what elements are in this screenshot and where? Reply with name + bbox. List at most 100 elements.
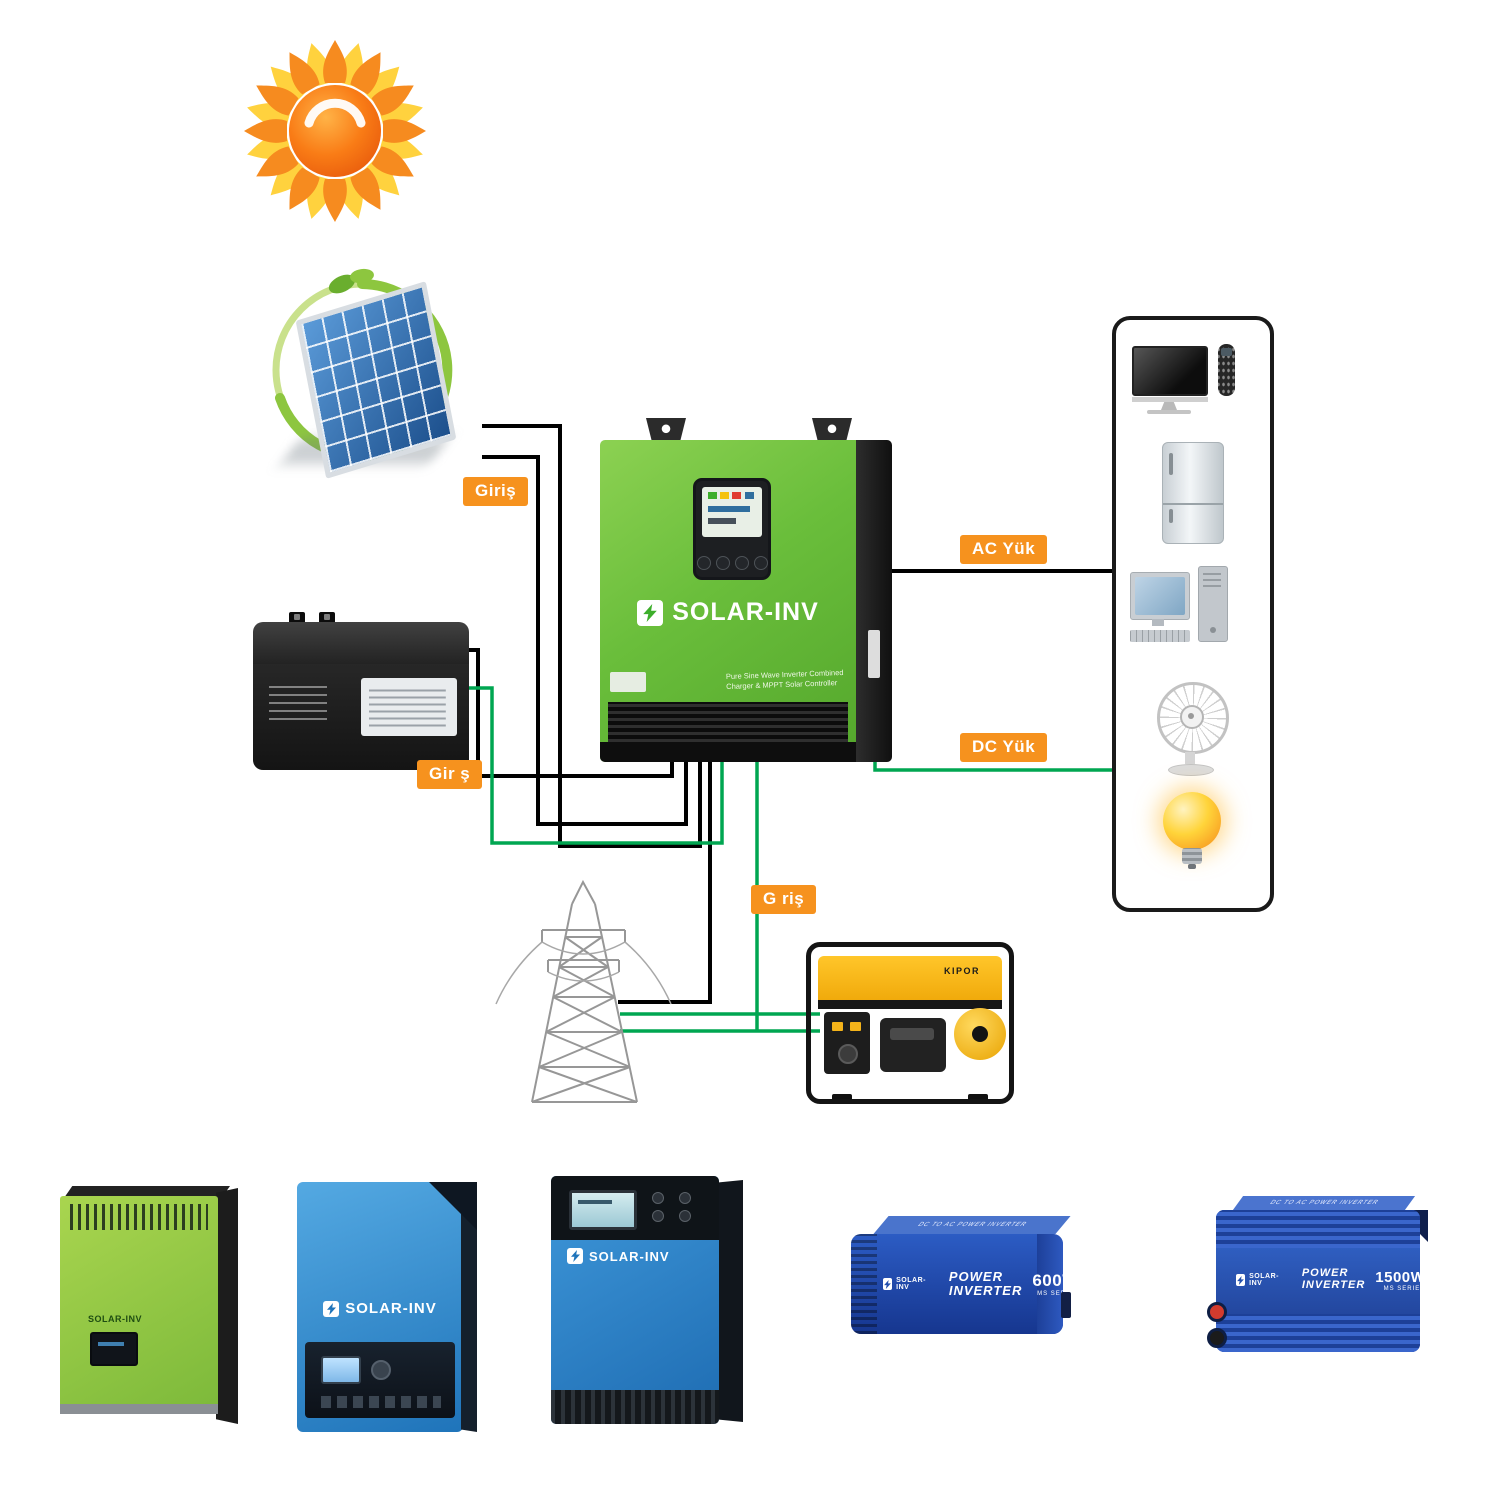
product-side-panel xyxy=(461,1186,477,1432)
power-rating: 600W MS SERIES xyxy=(1032,1271,1078,1297)
product-top-edge xyxy=(64,1186,230,1198)
fridge-handle xyxy=(1169,453,1173,475)
product-power-inverter-600w: DC TO AC POWER INVERTER SOLAR-INV POWER … xyxy=(851,1212,1079,1354)
screen-pixel xyxy=(708,492,717,499)
touch-button-icon xyxy=(696,556,711,570)
mount-bracket-right xyxy=(812,418,852,442)
generator-canopy xyxy=(818,956,1002,1008)
product-base xyxy=(551,1390,719,1424)
pc-tower-icon xyxy=(1198,566,1228,642)
product-label: SOLAR-INV POWER INVERTER 600W MS SERIES xyxy=(883,1262,1078,1306)
terminal-positive xyxy=(1207,1302,1227,1322)
wire-solar-1 xyxy=(482,424,702,848)
generator-control-panel xyxy=(824,1012,870,1074)
inverter-side-panel xyxy=(856,440,892,762)
battery-text-lines xyxy=(269,686,327,720)
product-label: SOLAR-INV POWER INVERTER 1500W MS SERIES xyxy=(1236,1258,1420,1302)
product-front: SOLAR-INV xyxy=(297,1182,463,1432)
main-inverter: SOLAR-INV Pure Sine Wave Inverter Combin… xyxy=(600,418,892,762)
bulb-glass xyxy=(1163,792,1221,850)
product-title: POWER INVERTER xyxy=(1302,1268,1365,1291)
brand-name: SOLAR-INV xyxy=(1249,1273,1279,1287)
product-mppt-inverter: SOLAR-INV xyxy=(551,1176,743,1424)
product-base xyxy=(60,1404,218,1414)
heatsink-fins xyxy=(1216,1314,1420,1352)
brand-logo: SOLAR-INV xyxy=(297,1300,463,1317)
tv-bezel xyxy=(1132,397,1208,402)
wire-battery-green xyxy=(456,686,724,845)
battery-body xyxy=(253,664,469,770)
fridge-handle xyxy=(1169,509,1173,523)
screen-bar xyxy=(708,518,736,524)
vent-grille xyxy=(70,1204,208,1230)
badge-grid-input: G riş xyxy=(751,885,817,914)
button-icon xyxy=(651,1192,664,1204)
badge-battery-input: Gir ş xyxy=(417,760,483,789)
battery-icon xyxy=(253,610,469,772)
tv-screen xyxy=(1132,346,1208,396)
outlet-icon xyxy=(850,1022,861,1031)
screen-pixel xyxy=(732,492,741,499)
vent-grille xyxy=(608,702,848,742)
solar-inv-bolt-icon xyxy=(567,1248,583,1264)
product-top-edge: DC TO AC POWER INVERTER xyxy=(873,1216,1071,1234)
fan-neck xyxy=(1185,752,1195,764)
product-display xyxy=(321,1356,361,1384)
product-display xyxy=(90,1332,138,1366)
button-grid xyxy=(647,1192,695,1222)
generator-foot xyxy=(968,1094,988,1102)
brand-logo: SOLAR-INV xyxy=(1236,1273,1282,1287)
monitor-stand xyxy=(1152,619,1164,626)
fan-base xyxy=(1168,764,1214,776)
fan-icon xyxy=(1154,682,1232,778)
top-edge-text: DC TO AC POWER INVERTER xyxy=(1268,1200,1380,1206)
refrigerator-icon xyxy=(1162,442,1224,544)
series-label: MS SERIES xyxy=(1037,1291,1079,1297)
light-bulb-icon xyxy=(1162,792,1222,880)
touch-button-icon xyxy=(715,556,730,570)
product-control-section xyxy=(305,1342,455,1418)
brand-name: SOLAR-INV xyxy=(896,1277,926,1291)
inverter-display xyxy=(693,478,771,580)
end-cap-vents xyxy=(851,1234,877,1334)
solar-panel-group xyxy=(262,260,482,510)
solar-inv-bolt-icon xyxy=(323,1300,340,1317)
mount-bracket-left xyxy=(646,418,686,442)
screen-pixel xyxy=(720,492,729,499)
inverter-bottom-band xyxy=(600,742,856,762)
generator-tank xyxy=(954,1008,1006,1060)
power-rating: 1500W MS SERIES xyxy=(1375,1269,1420,1292)
title-line1: POWER xyxy=(948,1269,1003,1285)
title-line2: INVERTER xyxy=(1301,1279,1366,1291)
generator-icon: KIPOR xyxy=(806,942,1014,1104)
remote-control-icon xyxy=(1218,344,1235,396)
spec-sticker xyxy=(610,672,646,692)
touch-button-icon xyxy=(753,556,768,570)
wire-solar-2 xyxy=(482,455,688,826)
product-title: POWER INVERTER xyxy=(949,1270,1023,1297)
touch-button-icon xyxy=(734,556,749,570)
inverter-tagline: Pure Sine Wave Inverter Combined Charger… xyxy=(726,668,845,692)
watt-value: 600W xyxy=(1032,1271,1079,1290)
brand-logo: SOLAR-INV xyxy=(883,1277,929,1291)
solar-inv-bolt-icon xyxy=(637,599,664,626)
end-cap xyxy=(1037,1234,1063,1334)
generator-frame xyxy=(806,942,1014,1104)
product-top-edge: DC TO AC POWER INVERTER xyxy=(1232,1196,1416,1210)
brand-name: SOLAR-INV xyxy=(345,1300,437,1317)
button-icon xyxy=(678,1210,691,1222)
product-display xyxy=(569,1190,637,1230)
load-appliances-box xyxy=(1112,316,1274,912)
battery-terminal xyxy=(319,612,335,624)
fan-hub xyxy=(1180,705,1204,729)
outlet-icon xyxy=(832,1022,843,1031)
product-display-panel xyxy=(551,1176,719,1240)
brand-name: SOLAR-INV xyxy=(589,1248,670,1264)
side-label xyxy=(868,630,880,678)
inverter-touch-buttons xyxy=(696,556,768,570)
generator-brand: KIPOR xyxy=(943,966,980,976)
brand-name: SOLAR-INV xyxy=(672,598,819,626)
monitor-icon xyxy=(1130,572,1190,620)
button-icon xyxy=(651,1210,664,1222)
solar-inv-bolt-icon xyxy=(883,1278,893,1290)
